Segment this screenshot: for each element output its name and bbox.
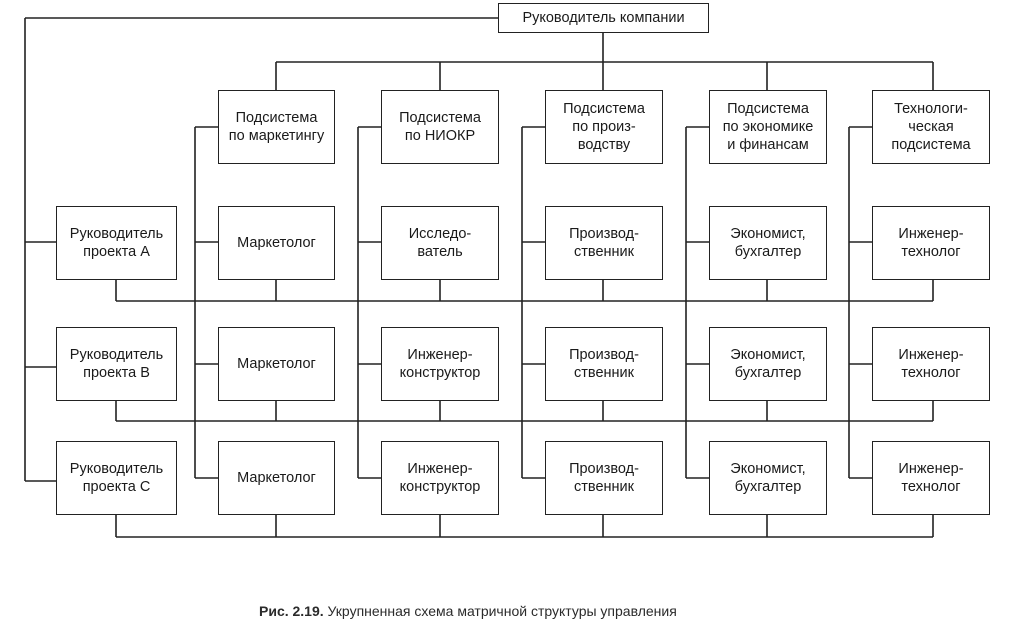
subsystem-label-line: по маркетингу [228, 128, 325, 144]
project-c-designer-box: Инженер- конструктор [381, 441, 499, 515]
specialist-label-line: ственник [574, 244, 634, 260]
specialist-label-line: ственник [574, 479, 634, 495]
subsystem-label-line: водству [577, 137, 631, 153]
subsystem-label-line: по экономике [722, 119, 814, 135]
project-b-producer-box: Производ- ственник [545, 327, 663, 401]
company-head-box: Руководитель компании [498, 3, 709, 33]
manager-label-line: Руководитель [69, 347, 164, 363]
manager-label-line: Руководитель [69, 226, 164, 242]
manager-label-line: проекта С [82, 479, 151, 495]
specialist-label-line: Маркетолог [237, 235, 316, 251]
subsystem-production-box: Подсистема по произ- водству [545, 90, 663, 164]
subsystem-economics-box: Подсистема по экономике и финансам [709, 90, 827, 164]
specialist-label-line: Производ- [569, 347, 639, 363]
subsystem-label-line: Подсистема [727, 101, 809, 117]
project-a-manager-box: Руководитель проекта А [56, 206, 177, 280]
figure-title: Укрупненная схема матричной структуры уп… [327, 603, 677, 619]
project-c-economist-box: Экономист, бухгалтер [709, 441, 827, 515]
specialist-label-line: Инженер- [407, 461, 473, 477]
figure-number: Рис. 2.19. [259, 603, 324, 619]
specialist-label-line: бухгалтер [734, 244, 802, 260]
manager-label-line: проекта А [83, 244, 150, 260]
project-b-manager-box: Руководитель проекта В [56, 327, 177, 401]
specialist-label-line: бухгалтер [734, 365, 802, 381]
manager-label-line: проекта В [83, 365, 150, 381]
specialist-label-line: Производ- [569, 461, 639, 477]
project-b-marketer-box: Маркетолог [218, 327, 335, 401]
project-c-marketer-box: Маркетолог [218, 441, 335, 515]
specialist-label-line: Инженер- [898, 347, 964, 363]
specialist-label-line: технолог [901, 365, 961, 381]
project-a-producer-box: Производ- ственник [545, 206, 663, 280]
project-c-manager-box: Руководитель проекта С [56, 441, 177, 515]
specialist-label-line: конструктор [399, 365, 481, 381]
specialist-label-line: Маркетолог [237, 356, 316, 372]
manager-label-line: Руководитель [69, 461, 164, 477]
subsystem-label-line: по НИОКР [404, 128, 476, 144]
specialist-label-line: Экономист, [730, 461, 806, 477]
subsystem-marketing-box: Подсистема по маркетингу [218, 90, 335, 164]
specialist-label-line: ственник [574, 365, 634, 381]
specialist-label-line: конструктор [399, 479, 481, 495]
specialist-label-line: технолог [901, 479, 961, 495]
subsystem-technology-box: Технологи- ческая подсистема [872, 90, 990, 164]
figure-caption: Рис. 2.19. Укрупненная схема матричной с… [259, 603, 677, 619]
project-c-engineer-box: Инженер- технолог [872, 441, 990, 515]
specialist-label-line: Инженер- [898, 226, 964, 242]
project-a-economist-box: Экономист, бухгалтер [709, 206, 827, 280]
specialist-label-line: Экономист, [730, 226, 806, 242]
subsystem-label-line: Технологи- [894, 101, 968, 117]
subsystem-label-line: Подсистема [563, 101, 645, 117]
subsystem-label-line: подсистема [891, 137, 971, 153]
project-a-researcher-box: Исследо- ватель [381, 206, 499, 280]
specialist-label-line: Инженер- [898, 461, 964, 477]
subsystem-rnd-box: Подсистема по НИОКР [381, 90, 499, 164]
project-c-producer-box: Производ- ственник [545, 441, 663, 515]
subsystem-label-line: по произ- [572, 119, 636, 135]
project-b-economist-box: Экономист, бухгалтер [709, 327, 827, 401]
specialist-label-line: Исследо- [408, 226, 472, 242]
specialist-label-line: Маркетолог [237, 470, 316, 486]
project-b-designer-box: Инженер- конструктор [381, 327, 499, 401]
project-a-engineer-box: Инженер- технолог [872, 206, 990, 280]
specialist-label-line: технолог [901, 244, 961, 260]
specialist-label-line: Инженер- [407, 347, 473, 363]
specialist-label-line: бухгалтер [734, 479, 802, 495]
subsystem-label-line: Подсистема [235, 110, 318, 126]
specialist-label-line: ватель [417, 244, 463, 260]
project-a-marketer-box: Маркетолог [218, 206, 335, 280]
specialist-label-line: Экономист, [730, 347, 806, 363]
specialist-label-line: Производ- [569, 226, 639, 242]
subsystem-label-line: ческая [908, 119, 954, 135]
project-b-engineer-box: Инженер- технолог [872, 327, 990, 401]
subsystem-label-line: Подсистема [399, 110, 481, 126]
company-head-label: Руководитель компании [522, 10, 685, 26]
subsystem-label-line: и финансам [727, 137, 809, 153]
